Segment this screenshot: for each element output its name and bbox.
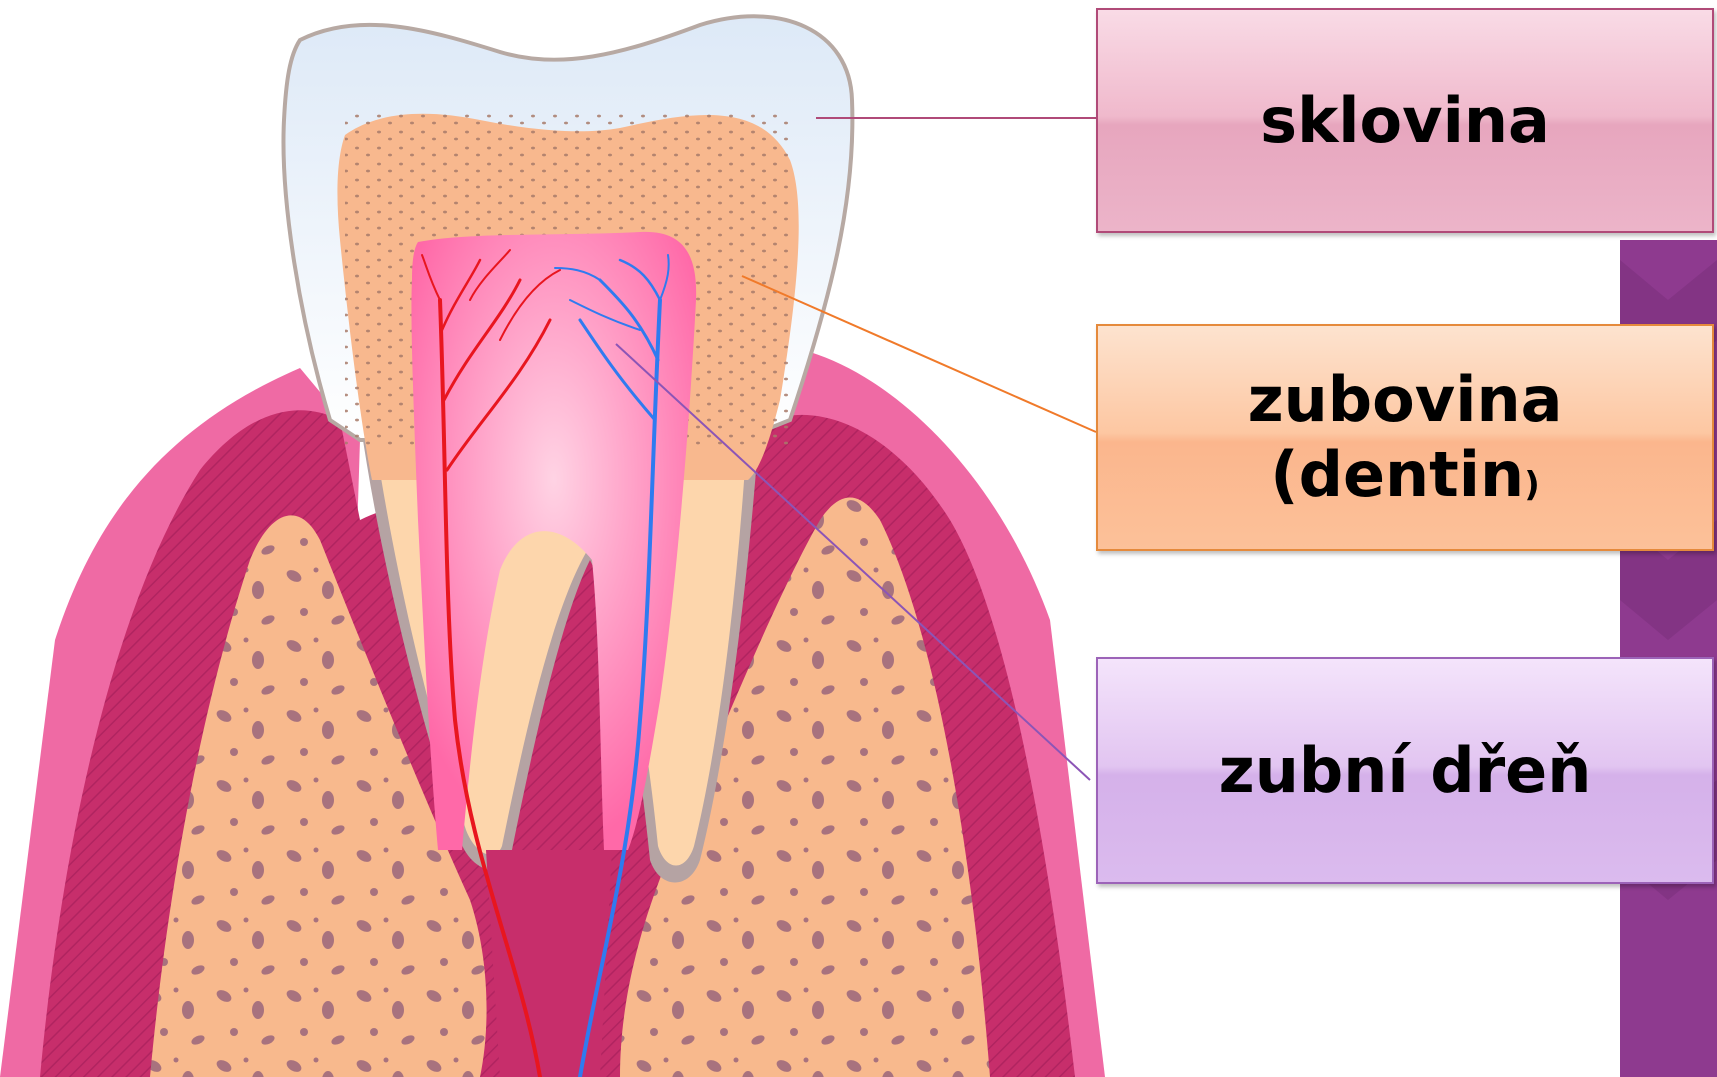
pulp-label: zubní dřeň (1219, 734, 1592, 807)
dentin-label-line1: zubovina (1248, 363, 1563, 437)
dentin-label-line2: (dentin) (1270, 438, 1539, 512)
pulp-label-box: zubní dřeň (1096, 657, 1714, 884)
root-canal (486, 850, 612, 1077)
dentin-label-closing-paren: ) (1524, 465, 1540, 505)
enamel-label: sklovina (1260, 84, 1550, 157)
dentin-label-line2-main: (dentin (1270, 438, 1524, 511)
enamel-label-box: sklovina (1096, 8, 1714, 233)
dentin-label-box: zubovina (dentin) (1096, 324, 1714, 551)
